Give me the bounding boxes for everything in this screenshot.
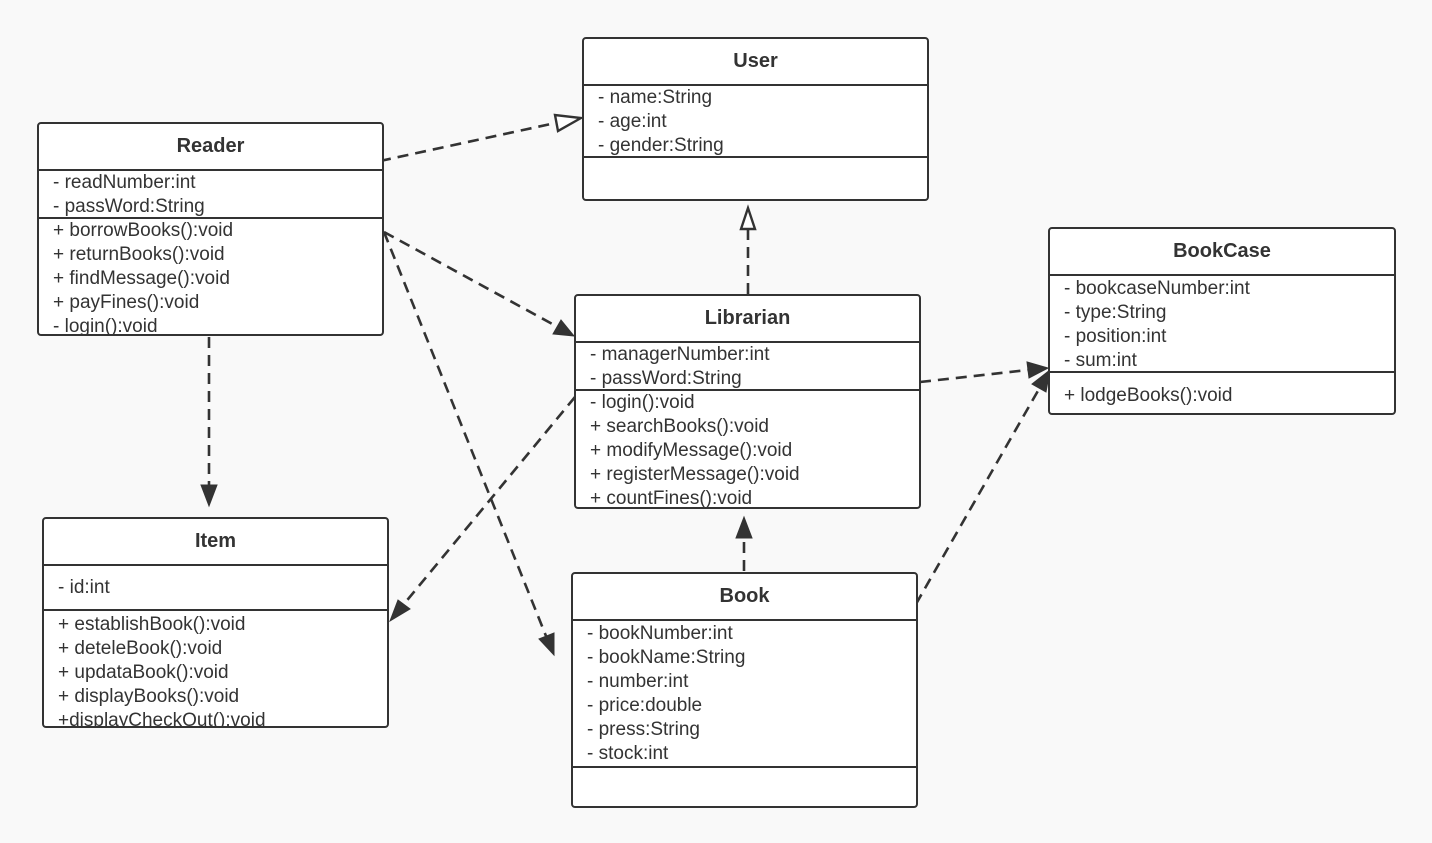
attribute: - price:double [587,695,703,716]
attributes-section: - readNumber:int - passWord:String [39,171,382,219]
hollow-arrowhead-icon [739,204,757,231]
attribute: - position:int [1064,326,1167,347]
relation-book-bookcase [914,388,1041,605]
class-item[interactable]: Item - id:int + establishBook():void + d… [42,517,389,728]
class-name: Item [44,519,387,566]
attribute: - bookName:String [587,647,746,668]
class-name: BookCase [1050,229,1394,276]
attribute: - gender:String [598,135,724,156]
operations-section: - login():void + searchBooks():void + mo… [576,391,919,509]
attribute: - id:int [58,577,110,598]
relation-librarian-bookcase [919,368,1029,384]
class-name: Reader [39,124,382,171]
arrowhead-icon [200,484,218,508]
operation: + displayBooks():void [58,686,240,707]
attributes-section: - id:int [44,566,387,611]
operation: + registerMessage():void [590,464,800,485]
attribute: - type:String [1064,302,1167,323]
attribute: - managerNumber:int [590,344,770,365]
operation: - login():void [590,392,695,413]
relation-librarian-item [402,396,577,605]
attribute: - passWord:String [590,368,742,389]
attributes-section: - name:String - age:int - gender:String [584,86,927,158]
hollow-arrowhead-icon [553,113,585,133]
class-name: Librarian [576,296,919,343]
operation: +displayCheckOut():void [58,710,266,728]
attributes-section: - bookcaseNumber:int - type:String - pos… [1050,276,1394,373]
operation: + establishBook():void [58,614,246,635]
class-librarian[interactable]: Librarian - managerNumber:int - passWord… [574,294,921,509]
arrowhead-icon [389,599,411,623]
operation: + findMessage():void [53,268,230,289]
operations-section: + borrowBooks():void + returnBooks():voi… [39,219,382,336]
arrowhead-icon [538,632,555,657]
operation: + modifyMessage():void [590,440,793,461]
attribute: - bookcaseNumber:int [1064,278,1250,299]
arrowhead-icon [1026,361,1050,379]
operations-section: + lodgeBooks():void [1050,373,1394,408]
attribute: - number:int [587,671,689,692]
class-bookcase[interactable]: BookCase - bookcaseNumber:int - type:Str… [1048,227,1396,415]
attribute: - age:int [598,111,667,132]
attribute: - readNumber:int [53,172,196,193]
class-book[interactable]: Book - bookNumber:int - bookName:String … [571,572,918,808]
class-reader[interactable]: Reader - readNumber:int - passWord:Strin… [37,122,384,336]
attribute: - stock:int [587,743,669,764]
attribute: - name:String [598,87,713,108]
arrowhead-icon [735,515,753,539]
attribute: - passWord:String [53,196,205,217]
operation: + searchBooks():void [590,416,769,437]
operation: + borrowBooks():void [53,220,234,241]
relation-reader-user [379,120,561,163]
attributes-section: - bookNumber:int - bookName:String - num… [573,621,916,768]
operation: + countFines():void [590,488,753,509]
operation: + lodgeBooks():void [1064,385,1233,406]
attributes-section: - managerNumber:int - passWord:String [576,343,919,391]
attribute: - bookNumber:int [587,623,733,644]
arrowhead-icon [552,319,576,337]
class-user[interactable]: User - name:String - age:int - gender:St… [582,37,929,201]
class-name: Book [573,574,916,621]
class-name: User [584,39,927,86]
attribute: - sum:int [1064,350,1137,371]
operation: + deteleBook():void [58,638,223,659]
operation: + payFines():void [53,292,200,313]
operation: + returnBooks():void [53,244,225,265]
relation-reader-librarian [383,230,557,328]
relation-reader-book [382,231,548,637]
operations-section: + establishBook():void + deteleBook():vo… [44,611,387,728]
attribute: - press:String [587,719,700,740]
operation: + updataBook():void [58,662,229,683]
operation: - login():void [53,316,158,336]
